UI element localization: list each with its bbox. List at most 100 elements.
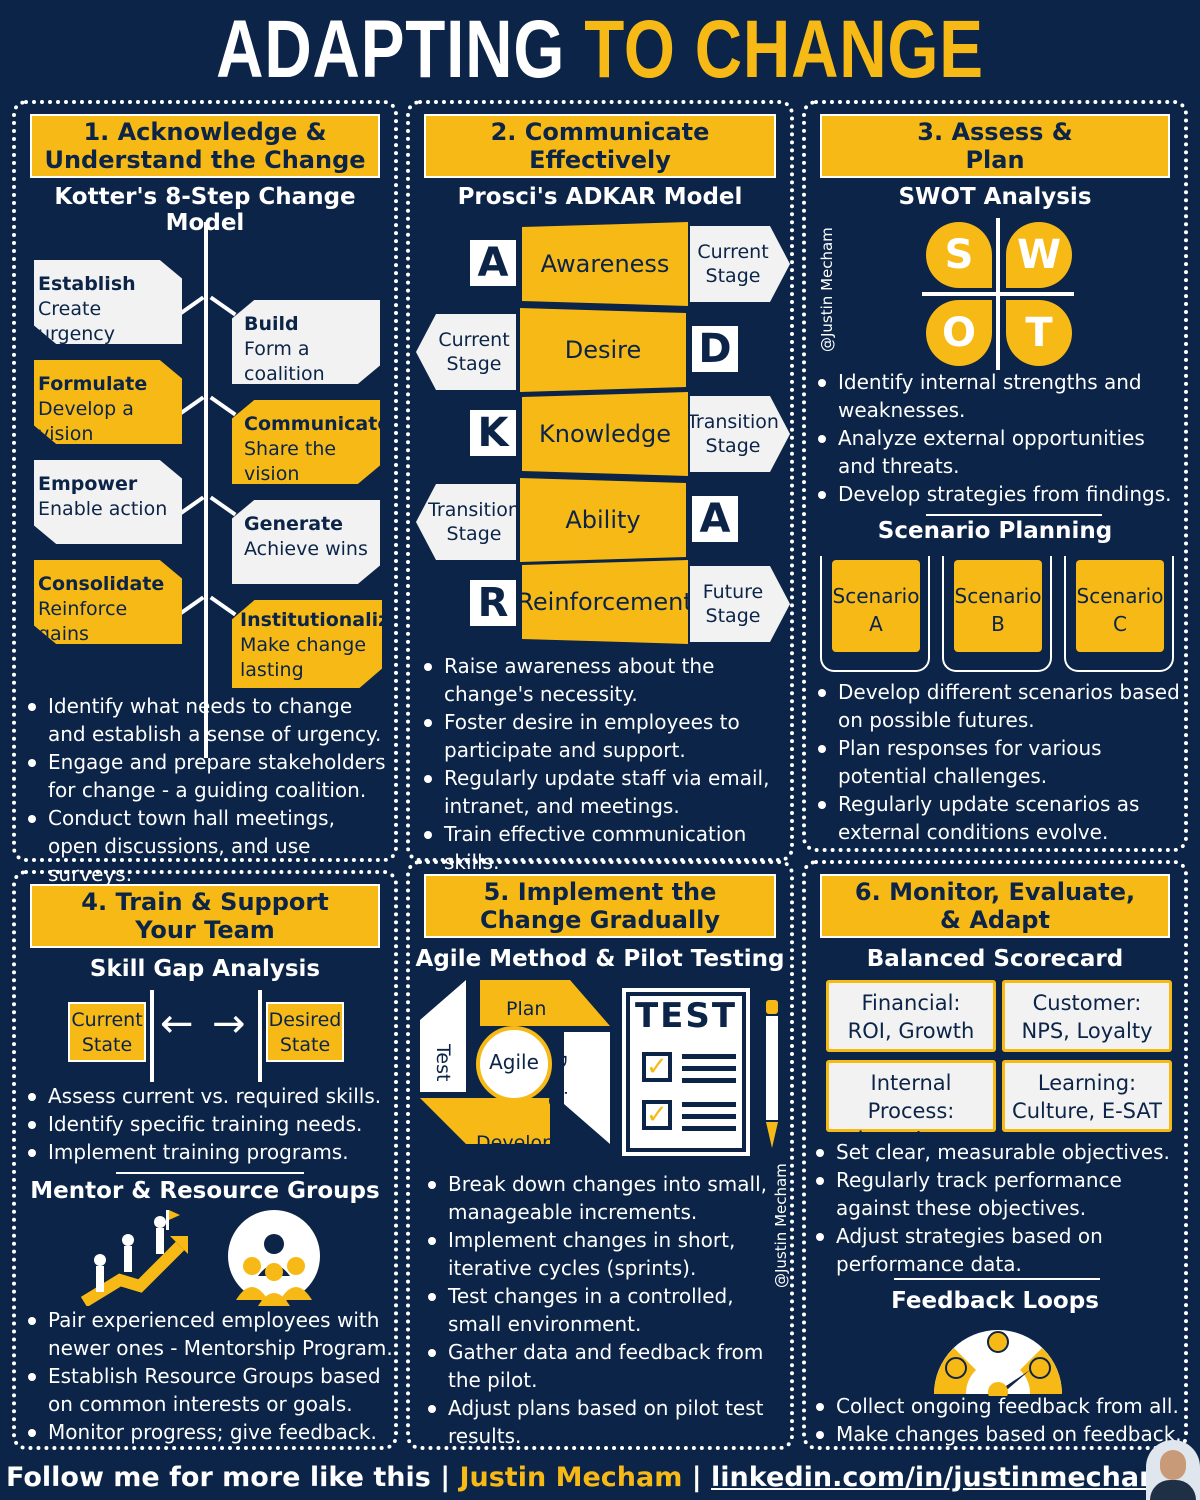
scenario-c: Scenario C (1076, 560, 1164, 652)
agile-develop: Develop (476, 1132, 555, 1154)
swot-cross-h (922, 292, 1074, 296)
scenario-a: Scenario A (832, 560, 920, 652)
bullet: Develop strategies from findings. (816, 480, 1182, 508)
bullet: Identify specific training needs. (26, 1110, 392, 1138)
adkar-stage-arrow: Future Stage (690, 566, 790, 642)
kotter-connector (209, 395, 237, 417)
adkar-band-awareness: Awareness (522, 222, 688, 306)
swot-s: S (926, 222, 992, 288)
divider (926, 514, 1102, 516)
scorecard-internal: Internal Process:Inventory, Labor (826, 1060, 996, 1179)
bullet: Collect ongoing feedback from all. (814, 1392, 1186, 1420)
bullet: Assess current vs. required skills. (26, 1082, 392, 1110)
bullet: Set clear, measurable objectives. (814, 1138, 1186, 1166)
line-icon (682, 1054, 736, 1059)
adkar-letter: R (470, 580, 516, 626)
panel-communicate: 2. Communicate Effectively Prosci's ADKA… (406, 100, 794, 874)
line-icon (682, 1066, 736, 1071)
scorecard-financial: Financial:ROI, Growth (826, 980, 996, 1052)
bullet: Analyze external opportunities and threa… (816, 424, 1182, 480)
footer-lead: Follow me for more like this (6, 1462, 431, 1493)
swot-t: T (1006, 300, 1072, 366)
bullet: Adjust strategies based on performance d… (814, 1222, 1186, 1278)
pencil-icon (766, 1000, 778, 1148)
bullet: Regularly update staff via email, intran… (422, 764, 782, 820)
adkar-stage-arrow: Current Stage (690, 226, 790, 302)
agile-cycle-diagram (420, 980, 610, 1144)
panel4-subtitle2: Mentor & Resource Groups (30, 1178, 380, 1204)
panel-implement: 5. Implement the Change Gradually Agile … (406, 860, 794, 1450)
adkar-band-desire: Desire (520, 308, 686, 392)
panel1-heading: 1. Acknowledge & Understand the Change (30, 114, 380, 178)
bullet: Conduct town hall meetings, open discuss… (26, 804, 386, 888)
adkar-letter: D (692, 326, 738, 372)
bullet: Break down changes into small, manageabl… (426, 1170, 772, 1226)
footer-name: Justin Mecham (459, 1462, 683, 1493)
current-state: Current State (68, 1002, 146, 1062)
bullet: Test changes in a controlled, small envi… (426, 1282, 772, 1338)
panel3-subtitle: SWOT Analysis (898, 184, 1092, 210)
bullet: Make changes based on feedback. (814, 1420, 1186, 1448)
panel6-bullets: Set clear, measurable objectives. Regula… (814, 1138, 1186, 1278)
footer-separator: | (691, 1462, 702, 1493)
panel-assess: 3. Assess & Plan @Justin Mecham SWOT Ana… (802, 100, 1188, 852)
scorecard-learning: Learning:Culture, E-SAT (1002, 1060, 1172, 1132)
scenario-b: Scenario B (954, 560, 1042, 652)
bullet: Identify internal strengths and weakness… (816, 368, 1182, 424)
bullet: Implement changes in short, iterative cy… (426, 1226, 772, 1282)
watermark: @Justin Mecham (818, 227, 836, 352)
agile-design: Design (548, 1054, 570, 1120)
adkar-letter: A (692, 496, 738, 542)
panel3-heading: 3. Assess & Plan (820, 114, 1170, 178)
bullet: Adjust plans based on pilot test results… (426, 1394, 772, 1450)
bullet: Raise awareness about the change's neces… (422, 652, 782, 708)
panel6-bullets2: Collect ongoing feedback from all. Make … (814, 1392, 1186, 1448)
bullet: Monitor progress; give feedback. (26, 1418, 396, 1446)
divider-right (258, 990, 262, 1082)
bullet: Regularly update scenarios as external c… (816, 790, 1186, 846)
scenario-frame (820, 556, 930, 672)
adkar-stage-arrow: Transition Stage (416, 484, 516, 560)
kotter-connector (209, 495, 237, 517)
panel6-heading: 6. Monitor, Evaluate, & Adapt (820, 874, 1170, 938)
scenario-frame (1064, 556, 1174, 672)
avatar-body (1150, 1480, 1196, 1500)
page-title: ADAPTING TO CHANGE (120, 2, 1080, 98)
bullet: Develop different scenarios based on pos… (816, 678, 1186, 734)
avatar-head (1160, 1450, 1186, 1480)
line-icon (682, 1078, 736, 1083)
bullet: Gather data and feedback from the pilot. (426, 1338, 772, 1394)
bullet: Pair experienced employees with newer on… (26, 1306, 396, 1362)
panel-monitor: 6. Monitor, Evaluate, & Adapt Balanced S… (802, 860, 1188, 1450)
mentorship-icon (80, 1210, 188, 1306)
swot-o: O (926, 300, 992, 366)
agile-plan: Plan (506, 998, 547, 1020)
scenario-frame (942, 556, 1052, 672)
test-document-icon: TEST ✓ ✓ (622, 988, 750, 1156)
panel-acknowledge: 1. Acknowledge & Understand the Change K… (12, 100, 398, 886)
panel-train: 4. Train & Support Your Team Skill Gap A… (12, 870, 398, 1450)
panel4-bullets: Assess current vs. required skills. Iden… (26, 1082, 392, 1166)
agile-test: Test (432, 1044, 454, 1082)
panel3-bullets2: Develop different scenarios based on pos… (816, 678, 1186, 846)
linkedin-link[interactable]: linkedin.com/in/justinmecham (711, 1462, 1168, 1493)
adkar-stage-arrow: Current Stage (416, 314, 516, 390)
footer-separator: | (440, 1462, 451, 1493)
checkbox-icon: ✓ (642, 1100, 672, 1130)
bullet: Implement training programs. (26, 1138, 392, 1166)
panel5-bullets: Break down changes into small, manageabl… (426, 1170, 772, 1450)
panel2-subtitle: Prosci's ADKAR Model (457, 184, 743, 210)
panel2-bullets: Raise awareness about the change's neces… (422, 652, 782, 876)
adkar-band-reinforcement: Reinforcement (522, 560, 688, 644)
line-icon (682, 1126, 736, 1131)
panel4-subtitle: Skill Gap Analysis (89, 956, 321, 982)
line-icon (682, 1102, 736, 1107)
watermark: @Justin Mecham (772, 1163, 790, 1288)
avatar (1146, 1440, 1200, 1500)
swot-w: W (1006, 222, 1072, 288)
